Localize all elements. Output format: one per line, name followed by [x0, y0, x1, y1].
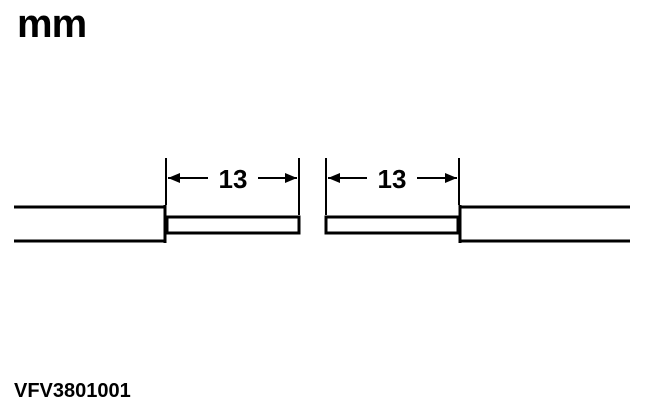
left-wire-insulation — [14, 205, 167, 243]
left-dimension-arrow — [168, 173, 297, 183]
right-dimension-arrow — [328, 173, 457, 183]
left-dimension-value: 13 — [219, 164, 248, 194]
right-exposed-conductor — [324, 215, 460, 235]
left-exposed-conductor — [165, 215, 301, 235]
right-dimension-value: 13 — [378, 164, 407, 194]
unit-label: mm — [17, 2, 87, 46]
right-wire-insulation — [458, 205, 630, 243]
figure-id: VFV3801001 — [14, 380, 131, 402]
